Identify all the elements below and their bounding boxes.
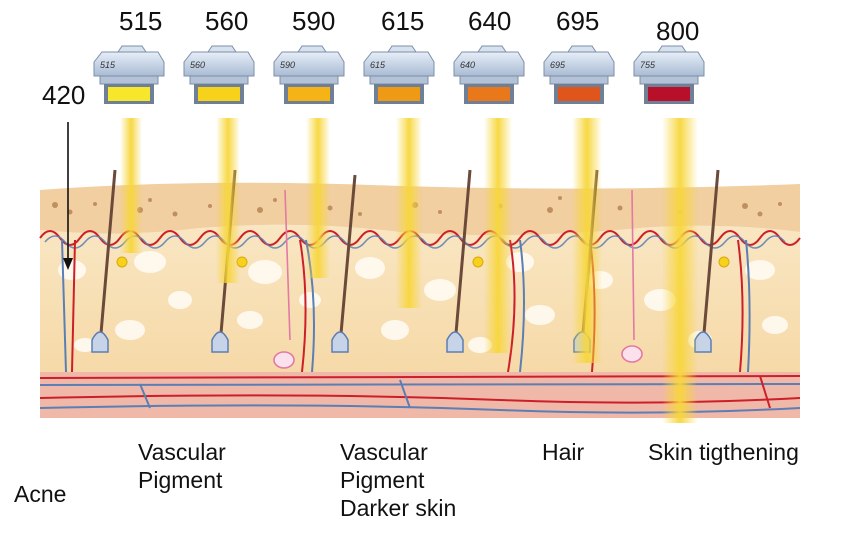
light-beam-590 bbox=[306, 118, 330, 278]
light-beam-515 bbox=[120, 118, 142, 253]
filter-base bbox=[549, 75, 609, 85]
filter-handpiece-615: 615 bbox=[363, 45, 435, 104]
filter-body bbox=[453, 51, 525, 77]
caption-line: Acne bbox=[14, 481, 67, 507]
wavelength-label-560: 560 bbox=[205, 6, 249, 36]
caption-line: Darker skin bbox=[340, 495, 457, 521]
caption-vascular-pigment-darker-skin: Vascular Pigment Darker skin bbox=[340, 438, 456, 522]
filter-crystal bbox=[468, 87, 510, 101]
filter-body bbox=[183, 51, 255, 77]
caption-vascular-pigment: Vascular Pigment bbox=[138, 438, 226, 494]
filter-base bbox=[639, 75, 699, 85]
wavelength-label-420: 420 bbox=[42, 80, 86, 110]
sebaceous-gland bbox=[116, 256, 730, 268]
filter-label-640: 640 bbox=[460, 60, 475, 70]
filter-body bbox=[363, 51, 435, 77]
filter-label-590: 590 bbox=[280, 60, 295, 70]
light-beam-695 bbox=[572, 118, 602, 363]
filter-handpiece-640: 640 bbox=[453, 45, 525, 104]
filter-base bbox=[369, 75, 429, 85]
wavelength-label-640: 640 bbox=[468, 6, 512, 36]
filter-base bbox=[189, 75, 249, 85]
filter-base bbox=[459, 75, 519, 85]
acne-arrow bbox=[63, 122, 73, 270]
filter-label-695: 695 bbox=[550, 60, 566, 70]
light-beam-560 bbox=[216, 118, 240, 283]
filter-cap bbox=[477, 45, 507, 53]
filter-crystal bbox=[558, 87, 600, 101]
filter-crystal bbox=[378, 87, 420, 101]
filter-handpiece-560: 560 bbox=[183, 45, 255, 104]
light-beam-640 bbox=[484, 118, 512, 353]
filter-crystal bbox=[288, 87, 330, 101]
filter-handpiece-800: 755 bbox=[633, 45, 705, 104]
caption-skin-tightening: Skin tigthening bbox=[648, 438, 799, 466]
wavelength-label-615: 615 bbox=[381, 6, 425, 36]
filter-handpiece-590: 590 bbox=[273, 45, 345, 104]
filter-handpiece-515: 515 bbox=[93, 45, 165, 104]
caption-hair: Hair bbox=[542, 438, 584, 466]
filter-label-615: 615 bbox=[370, 60, 386, 70]
caption-acne: Acne bbox=[14, 480, 66, 508]
sweat-glands bbox=[273, 189, 643, 369]
filter-base bbox=[99, 75, 159, 85]
caption-line: Vascular bbox=[138, 439, 226, 465]
filter-label-755: 755 bbox=[640, 60, 656, 70]
caption-line: Pigment bbox=[340, 467, 425, 493]
caption-line: Pigment bbox=[138, 467, 223, 493]
light-beam-615 bbox=[396, 118, 422, 308]
filter-cap bbox=[567, 45, 597, 53]
filter-body bbox=[273, 51, 345, 77]
filter-crystal bbox=[648, 87, 690, 101]
filter-cap bbox=[117, 45, 147, 53]
filter-cap bbox=[297, 45, 327, 53]
light-beams bbox=[120, 118, 698, 423]
filter-cap bbox=[387, 45, 417, 53]
filter-handpieces: 515 560 590 615 640 695 755 bbox=[93, 45, 705, 104]
caption-line: Hair bbox=[542, 439, 585, 465]
wavelength-label-590: 590 bbox=[292, 6, 336, 36]
caption-line: Skin tigthening bbox=[648, 439, 799, 465]
filter-label-560: 560 bbox=[190, 60, 205, 70]
filter-handpiece-695: 695 bbox=[543, 45, 615, 104]
filter-body bbox=[93, 51, 165, 77]
filter-crystal bbox=[108, 87, 150, 101]
wavelength-label-515: 515 bbox=[119, 6, 163, 36]
filter-body bbox=[543, 51, 615, 77]
wavelength-label-695: 695 bbox=[556, 6, 600, 36]
filter-cap bbox=[657, 45, 687, 53]
light-beam-800 bbox=[662, 118, 698, 423]
filter-body bbox=[633, 51, 705, 77]
filter-crystal bbox=[198, 87, 240, 101]
filter-base bbox=[279, 75, 339, 85]
filter-label-515: 515 bbox=[100, 60, 116, 70]
caption-line: Vascular bbox=[340, 439, 428, 465]
filter-cap bbox=[207, 45, 237, 53]
wavelength-label-800: 800 bbox=[656, 16, 700, 46]
